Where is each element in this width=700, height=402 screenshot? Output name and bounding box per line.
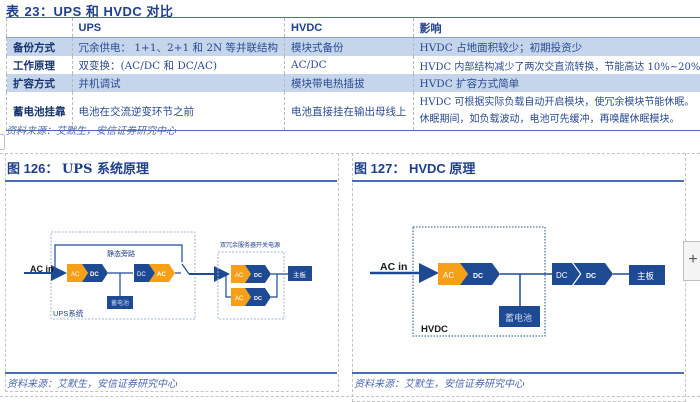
row-label: 工作原理 xyxy=(7,56,73,74)
figure-127-number: 127： xyxy=(371,161,406,176)
cell-impact: HVDC 占地面积较少；初期投资少 xyxy=(413,38,700,57)
figure-127-title: 图 127： HVDC 原理 xyxy=(354,158,475,177)
figure-127-title-rule xyxy=(352,180,684,182)
psu-label: 双冗余服务器开关电源 xyxy=(220,241,280,249)
figure-127-source-note: 资料来源：艾默生，安信证券研究中心 xyxy=(354,375,524,390)
figure-127-text: HVDC 原理 xyxy=(409,161,475,176)
table-row: 备份方式 冗余供电： 1+1、2+1 和 2N 等并联结构 模块式备份 HVDC… xyxy=(7,38,700,57)
header-cell-ups: UPS xyxy=(72,18,285,38)
stage-label: AC xyxy=(235,296,244,302)
stage-label: DC xyxy=(473,273,483,280)
hvdc-diagram: AC in AC DC 蓄电池 DC DC 主板 HVDC xyxy=(340,190,685,350)
mainboard-label: 主板 xyxy=(293,270,307,279)
ac-in-label: AC in xyxy=(380,261,407,273)
cell-ups: 冗余供电： 1+1、2+1 和 2N 等并联结构 xyxy=(72,38,285,57)
psu-block-2: AC DC xyxy=(231,288,271,306)
add-button[interactable]: + xyxy=(683,241,700,281)
comparison-table: UPS HVDC 影响 备份方式 冗余供电： 1+1、2+1 和 2N 等并联结… xyxy=(6,17,700,131)
stage-label: DC xyxy=(586,273,596,280)
figure-126-text: UPS 系统原理 xyxy=(62,162,149,177)
figure-126-number: 126： xyxy=(24,161,59,176)
cell-ups: 双变换：(AC/DC 和 DC/AC) xyxy=(72,56,285,74)
cell-hvdc: 电池直接挂在输出母线上 xyxy=(285,92,414,131)
ups-system-label: UPS系统 xyxy=(53,308,84,318)
figure-126-prefix: 图 xyxy=(7,162,20,177)
stage-label: DC xyxy=(254,273,262,279)
table-row: 工作原理 双变换：(AC/DC 和 DC/AC) AC/DC HVDC 内部结构… xyxy=(7,56,700,74)
table-header-row: UPS HVDC 影响 xyxy=(7,18,700,38)
header-cell-impact: 影响 xyxy=(413,18,700,38)
stage-label: DC xyxy=(254,296,262,302)
figure-126-title: 图 126： UPS 系统原理 xyxy=(7,158,149,177)
stage-label: AC xyxy=(443,271,454,280)
stage-label: DC xyxy=(137,272,146,278)
stage-label: DC xyxy=(556,271,568,280)
stage-label: AC xyxy=(157,272,166,278)
figure-126-source-note: 资料来源：艾默生，安信证券研究中心 xyxy=(7,375,177,390)
cell-hvdc: 模块式备份 xyxy=(285,38,414,57)
cell-impact: HVDC 可根据实际负载自动开启模块，使冗余模块节能休眠。休眠期间，如负载波动，… xyxy=(413,92,700,131)
left-edge-tab[interactable] xyxy=(0,134,5,150)
hvdc-system-label: HVDC xyxy=(421,324,448,335)
psu-box xyxy=(218,252,284,319)
panel-bottom-border xyxy=(0,396,700,397)
inverter-block: DC AC xyxy=(134,264,175,282)
mainboard-label: 主板 xyxy=(637,271,655,281)
cell-impact: HVDC 扩容方式简单 xyxy=(413,74,700,92)
bypass-label: 静态旁路 xyxy=(107,249,135,258)
header-cell-blank xyxy=(7,18,73,38)
cell-ups: 并机调试 xyxy=(72,74,285,92)
switch xyxy=(182,264,189,274)
table-source-note: 资料来源：艾默生，安信证券研究中心 xyxy=(6,122,176,137)
figure-127-bottom-rule xyxy=(352,372,684,374)
rectifier-block: AC DC xyxy=(67,264,108,282)
header-cell-hvdc: HVDC xyxy=(285,18,414,38)
battery-label: 蓄电池 xyxy=(505,312,532,323)
table-row: 扩容方式 并机调试 模块带电热插拔 HVDC 扩容方式简单 xyxy=(7,74,700,92)
dc-dc-block: DC DC xyxy=(552,263,613,285)
battery-label: 蓄电池 xyxy=(111,299,129,307)
row-label: 备份方式 xyxy=(7,38,73,57)
figure-126-title-rule xyxy=(5,180,337,182)
stage-label: AC xyxy=(235,273,244,279)
stage-label: DC xyxy=(90,272,99,278)
psu-block-1: AC DC xyxy=(231,265,271,283)
row-label: 扩容方式 xyxy=(7,74,73,92)
stage-label: AC xyxy=(71,272,80,278)
cell-hvdc: 模块带电热插拔 xyxy=(285,74,414,92)
figure-126-bottom-rule xyxy=(5,372,337,374)
ups-diagram: 静态旁路 AC in AC DC 蓄电池 DC AC UPS系统 双冗余服务器开… xyxy=(0,200,340,340)
figure-127-prefix: 图 xyxy=(354,162,367,177)
ac-in-label: AC in xyxy=(30,264,54,274)
cell-impact: HVDC 内部结构减少了两次交直流转换，节能高达 10%~20% xyxy=(413,56,700,74)
rectifier-block: AC DC xyxy=(438,263,500,285)
cell-hvdc: AC/DC xyxy=(285,56,414,74)
